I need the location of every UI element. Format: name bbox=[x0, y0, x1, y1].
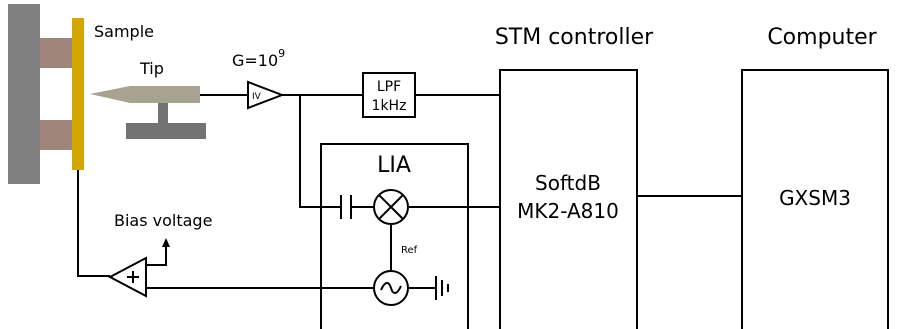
wire-preamp-to-lia bbox=[299, 95, 340, 208]
tip-label: Tip bbox=[139, 59, 164, 78]
tip bbox=[90, 86, 200, 103]
stm-controller-heading: STM controller bbox=[495, 25, 654, 50]
lpf-box bbox=[362, 72, 416, 118]
bias-arrow-head bbox=[162, 238, 170, 247]
sample-label: Sample bbox=[94, 22, 154, 41]
summing-amplifier-icon bbox=[107, 256, 147, 298]
ground-icon bbox=[435, 276, 449, 300]
stm-controller-line1: SoftdB bbox=[535, 171, 601, 195]
mixer-icon bbox=[373, 189, 409, 225]
capacitor-icon bbox=[340, 195, 352, 219]
gain-base: G=10 bbox=[232, 51, 278, 70]
gain-label: G=109 bbox=[232, 47, 285, 70]
computer-heading: Computer bbox=[767, 25, 877, 50]
computer-box-label: GXSM3 bbox=[779, 186, 851, 210]
lia-label: LIA bbox=[377, 153, 411, 178]
preamp-label: IV bbox=[252, 92, 262, 102]
wire-sample-to-summing-amp bbox=[77, 170, 110, 277]
ref-label: Ref bbox=[401, 245, 418, 256]
computer-box bbox=[741, 69, 889, 329]
upper-clamp bbox=[40, 38, 72, 68]
iv-amplifier-icon bbox=[247, 80, 285, 110]
tip-holder-base bbox=[126, 123, 206, 139]
oscillator-icon bbox=[373, 270, 409, 306]
sample-plate bbox=[72, 18, 84, 170]
bias-voltage-label: Bias voltage bbox=[114, 211, 212, 230]
lower-clamp bbox=[40, 120, 72, 150]
sample-frame bbox=[8, 4, 40, 184]
tip-holder-post bbox=[158, 103, 168, 123]
stm-controller-line2: MK2-A810 bbox=[517, 199, 619, 223]
gain-exponent: 9 bbox=[278, 47, 285, 60]
lpf-label-line1: LPF bbox=[377, 79, 401, 95]
stm-controller-box bbox=[499, 69, 638, 329]
lia-box bbox=[320, 143, 469, 329]
lpf-label-line2: 1kHz bbox=[372, 98, 407, 114]
wire-summing-amp-to-bias bbox=[146, 245, 167, 266]
